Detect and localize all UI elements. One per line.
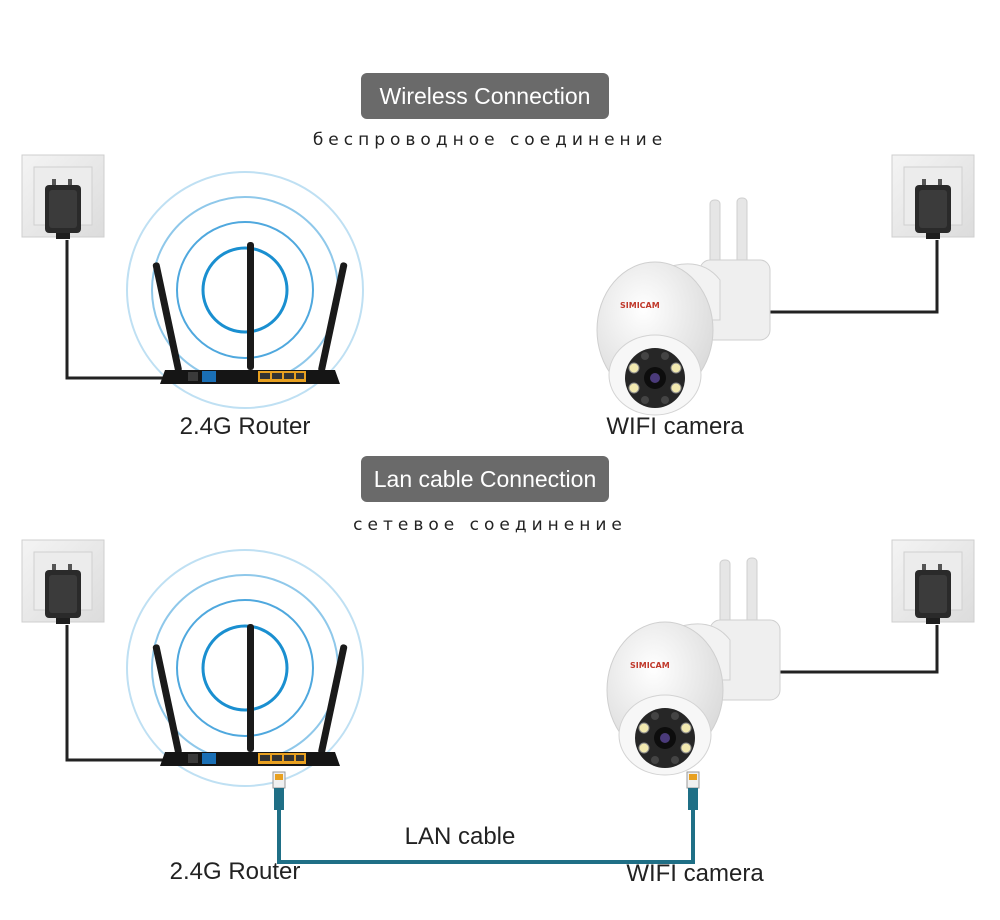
lan-connection-title: Lan cable Connection xyxy=(361,456,609,502)
camera-power-cable xyxy=(770,240,939,314)
camera-label: WIFI camera xyxy=(606,413,744,440)
power-adapter-camera-icon xyxy=(891,154,975,240)
rj45-connector-router-icon xyxy=(272,771,286,817)
lan-connection-subtitle: сетевое соединение xyxy=(353,515,627,535)
router-label: 2.4G Router xyxy=(179,413,311,440)
router-label: 2.4G Router xyxy=(169,858,301,885)
lan-section: SIMICAM xyxy=(21,539,975,864)
lan-cable xyxy=(277,816,695,864)
router-power-cable xyxy=(65,240,175,380)
camera-brand-logo: SIMICAM xyxy=(620,301,660,310)
wireless-section: SIMICAM xyxy=(21,154,975,416)
wireless-connection-subtitle: беспроводное соединение xyxy=(312,130,668,150)
lan-cable-label: LAN cable xyxy=(404,823,516,850)
power-adapter-router-icon xyxy=(21,154,105,240)
camera-label: WIFI camera xyxy=(626,860,764,887)
power-adapter-camera-icon xyxy=(891,539,975,625)
camera-power-cable xyxy=(770,625,939,674)
camera-brand-logo: SIMICAM xyxy=(630,661,670,670)
power-adapter-router-icon xyxy=(21,539,105,625)
wireless-connection-title: Wireless Connection xyxy=(361,73,609,119)
router-power-cable xyxy=(65,625,175,762)
rj45-connector-camera-icon xyxy=(686,771,700,817)
